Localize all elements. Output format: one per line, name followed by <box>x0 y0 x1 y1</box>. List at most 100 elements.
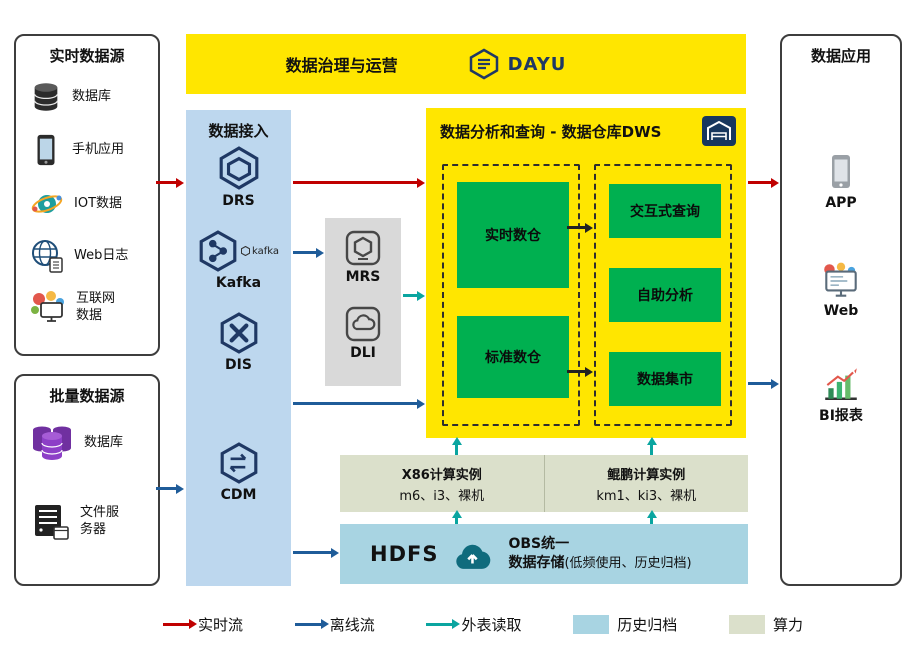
legend-label: 离线流 <box>329 615 375 634</box>
dws-box: 数据分析和查询 - 数据仓库DWS 实时数仓 标准数仓 交互式查询 自助分析 数… <box>426 108 746 438</box>
dws-warehouse-group: 实时数仓 标准数仓 <box>442 164 580 426</box>
dws-interactive-query: 交互式查询 <box>609 184 721 238</box>
legend-label: 实时流 <box>198 615 244 634</box>
warehouse-icon <box>702 116 736 146</box>
realtime-sources-title: 实时数据源 <box>49 47 125 65</box>
ingestion-title: 数据接入 <box>208 122 269 140</box>
service-dli: DLI <box>325 306 401 361</box>
kafka-hexagon-icon <box>198 230 238 272</box>
service-dis: DIS <box>186 312 291 373</box>
source-label: 数据库 <box>72 88 112 104</box>
legend-external-read: 外表读取 <box>426 614 521 635</box>
kunpeng-compute-specs: km1、ki3、裸机 <box>596 488 697 504</box>
source-item-mobile: 手机应用 <box>29 132 124 168</box>
ingestion-column: 数据接入 DRS kafka Kafka DIS <box>186 110 291 586</box>
dws-realtime-warehouse: 实时数仓 <box>457 182 569 288</box>
service-label: CDM <box>220 487 257 503</box>
x86-compute-title: X86计算实例 <box>401 467 482 483</box>
dayu-brand: DAYU <box>468 48 567 80</box>
source-label: 文件服务器 <box>80 505 120 537</box>
database-cylinder-icon <box>29 80 63 114</box>
arrow-compute-to-dws-left <box>455 444 458 455</box>
x86-compute-specs: m6、i3、裸机 <box>399 488 485 504</box>
service-drs: DRS <box>186 146 291 209</box>
arrow-dws-to-bi <box>748 382 772 385</box>
internet-data-icon <box>29 290 67 326</box>
legend: 实时流 离线流 外表读取 历史归档 算力 <box>163 609 803 639</box>
dli-cloud-icon <box>345 306 381 342</box>
hdfs-label: HDFS <box>370 542 439 566</box>
legend-offline-flow: 离线流 <box>294 614 375 635</box>
file-server-icon <box>29 502 71 542</box>
dws-header: 数据分析和查询 - 数据仓库DWS <box>426 108 746 146</box>
app-label: BI报表 <box>819 408 863 424</box>
app-phone-icon <box>822 152 860 192</box>
drs-hexagon-icon <box>218 146 260 190</box>
web-monitor-icon <box>820 262 862 300</box>
globe-log-icon <box>29 238 65 274</box>
source-label: 数据库 <box>84 434 124 450</box>
batch-sources-panel: 批量数据源 数据库 文件服务器 <box>14 374 160 586</box>
arrow-kafka-to-mrs <box>293 251 317 254</box>
bi-chart-icon <box>821 366 861 402</box>
app-item-app: APP <box>782 152 900 211</box>
arrow-realtime-dw-to-query <box>567 226 586 229</box>
service-kafka: kafka Kafka <box>186 230 291 291</box>
iot-icon <box>29 186 65 222</box>
processing-box: MRS DLI <box>325 218 401 386</box>
arrow-batch-to-ingestion <box>156 487 177 490</box>
compute-strip: X86计算实例 m6、i3、裸机 鲲鹏计算实例 km1、ki3、裸机 <box>340 455 748 512</box>
cdm-hexagon-icon <box>219 442 259 484</box>
source-item-batch-database: 数据库 <box>29 422 123 464</box>
legend-compute-power: 算力 <box>728 614 803 635</box>
legend-history-archive: 历史归档 <box>573 614 677 635</box>
arrow-standard-dw-to-datamart <box>567 370 586 373</box>
source-item-internet: 互联网数据 <box>29 290 124 326</box>
source-label: IOT数据 <box>74 195 123 211</box>
source-label: Web日志 <box>74 247 129 263</box>
kunpeng-compute: 鲲鹏计算实例 km1、ki3、裸机 <box>545 455 749 512</box>
app-label: APP <box>825 195 857 211</box>
arrow-hdfs-to-compute-left <box>455 517 458 524</box>
source-item-database: 数据库 <box>29 80 111 114</box>
service-cdm: CDM <box>186 442 291 503</box>
arrow-cdm-to-hdfs <box>293 551 332 554</box>
kafka-logo: kafka <box>240 245 279 257</box>
compute-swatch-icon <box>728 614 765 634</box>
source-item-weblog: Web日志 <box>29 238 128 274</box>
obs-cloud-icon <box>450 536 496 572</box>
dis-hexagon-icon <box>219 312 259 354</box>
arrow-mrs-dli-to-dws <box>403 294 418 297</box>
red-arrow-icon <box>163 622 190 626</box>
arrow-hdfs-to-compute-right <box>650 517 653 524</box>
kunpeng-compute-title: 鲲鹏计算实例 <box>607 467 686 483</box>
service-label: DLI <box>350 345 376 361</box>
legend-label: 历史归档 <box>617 615 678 634</box>
obs-line2: 数据存储 <box>508 555 565 571</box>
kafka-logo-text: kafka <box>251 245 279 257</box>
mrs-icon <box>345 230 381 266</box>
service-label: MRS <box>345 269 381 285</box>
applications-panel: 数据应用 APP Web BI报表 <box>780 34 902 586</box>
dayu-icon <box>468 48 500 80</box>
legend-label: 算力 <box>772 615 803 634</box>
batch-sources-title: 批量数据源 <box>49 387 125 405</box>
app-label: Web <box>823 303 859 319</box>
hdfs-strip: HDFS OBS统一 数据存储(低频使用、历史归档) <box>340 524 748 584</box>
purple-database-icon <box>29 422 75 464</box>
dayu-label: DAYU <box>507 53 567 75</box>
dws-title: 数据分析和查询 - 数据仓库DWS <box>440 122 662 141</box>
source-item-fileserver: 文件服务器 <box>29 502 122 542</box>
app-item-bi: BI报表 <box>782 366 900 425</box>
dws-service-group: 交互式查询 自助分析 数据集市 <box>594 164 732 426</box>
service-label: DRS <box>222 193 255 209</box>
arrow-dws-to-app <box>748 181 772 184</box>
dws-data-mart: 数据集市 <box>609 352 721 406</box>
governance-bar: 数据治理与运营 DAYU <box>186 34 746 94</box>
arrow-realtime-to-ingestion <box>156 181 177 184</box>
archive-swatch-icon <box>573 614 610 634</box>
dws-self-analysis: 自助分析 <box>609 268 721 322</box>
realtime-sources-panel: 实时数据源 数据库 手机应用 IOT数据 Web日志 <box>14 34 160 356</box>
source-item-iot: IOT数据 <box>29 186 122 222</box>
